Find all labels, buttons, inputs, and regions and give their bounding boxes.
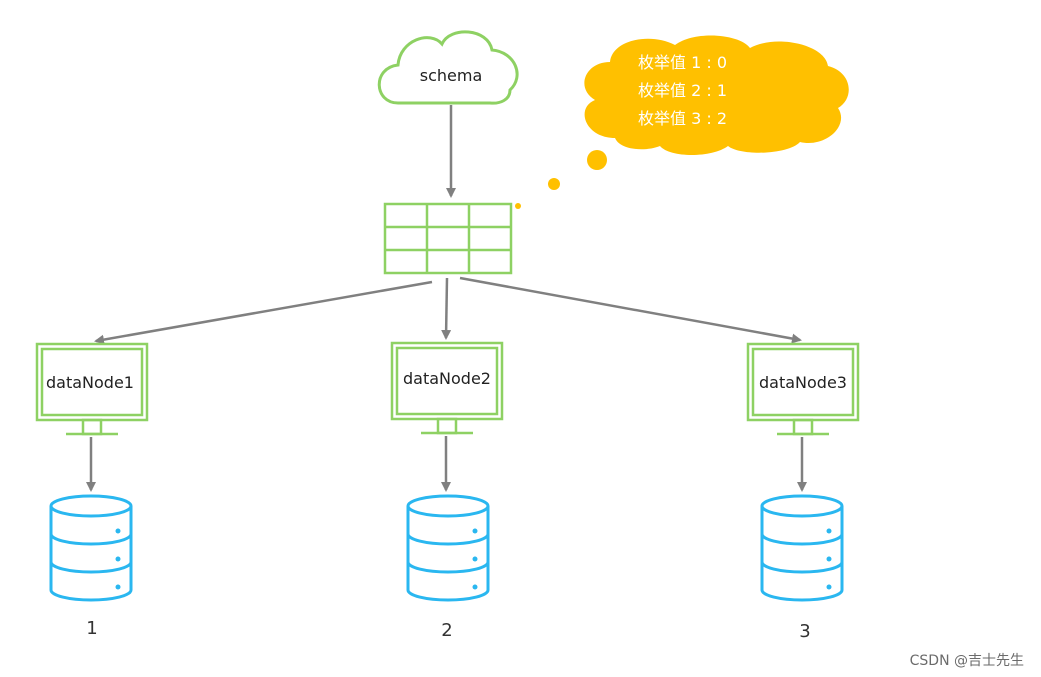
node-label: dataNode1: [46, 373, 134, 392]
thought-dot-large: [587, 150, 607, 170]
schema-label: schema: [420, 66, 483, 85]
arrow-table-to-node1: [94, 280, 433, 345]
database-label: 3: [799, 621, 810, 642]
watermark: CSDN @吉士先生: [910, 653, 1024, 669]
cloud-icon: [377, 30, 519, 105]
schema-cloud: schema: [377, 30, 519, 105]
thought-cloud-icon: [584, 35, 849, 155]
arrow-table-to-node2: [441, 277, 452, 340]
database-icon: [760, 494, 844, 602]
monitor-icon: [35, 342, 149, 436]
database-label: 2: [441, 620, 452, 641]
data-node-2: dataNode2 2: [390, 341, 504, 641]
database-icon: [406, 494, 490, 602]
enum-line-1: 枚举值 1 : 0: [638, 53, 727, 72]
enum-thought-bubble: 枚举值 1 : 0 枚举值 2 : 1 枚举值 3 : 2: [515, 35, 849, 209]
data-node-1: dataNode1 1: [35, 342, 149, 639]
monitor-icon: [390, 341, 504, 435]
database-icon: [49, 494, 133, 602]
database-label: 1: [86, 618, 97, 639]
thought-dot-small: [515, 203, 521, 209]
node-label: dataNode3: [759, 373, 847, 392]
thought-dot-medium: [548, 178, 560, 190]
monitor-icon: [746, 342, 860, 436]
data-node-3: dataNode3 3: [746, 342, 860, 642]
table-grid-icon: [383, 202, 513, 275]
enum-line-2: 枚举值 2 : 1: [638, 81, 727, 100]
enum-line-3: 枚举值 3 : 2: [638, 109, 727, 128]
node-label: dataNode2: [403, 369, 491, 388]
arrow-table-to-node3: [459, 276, 802, 344]
